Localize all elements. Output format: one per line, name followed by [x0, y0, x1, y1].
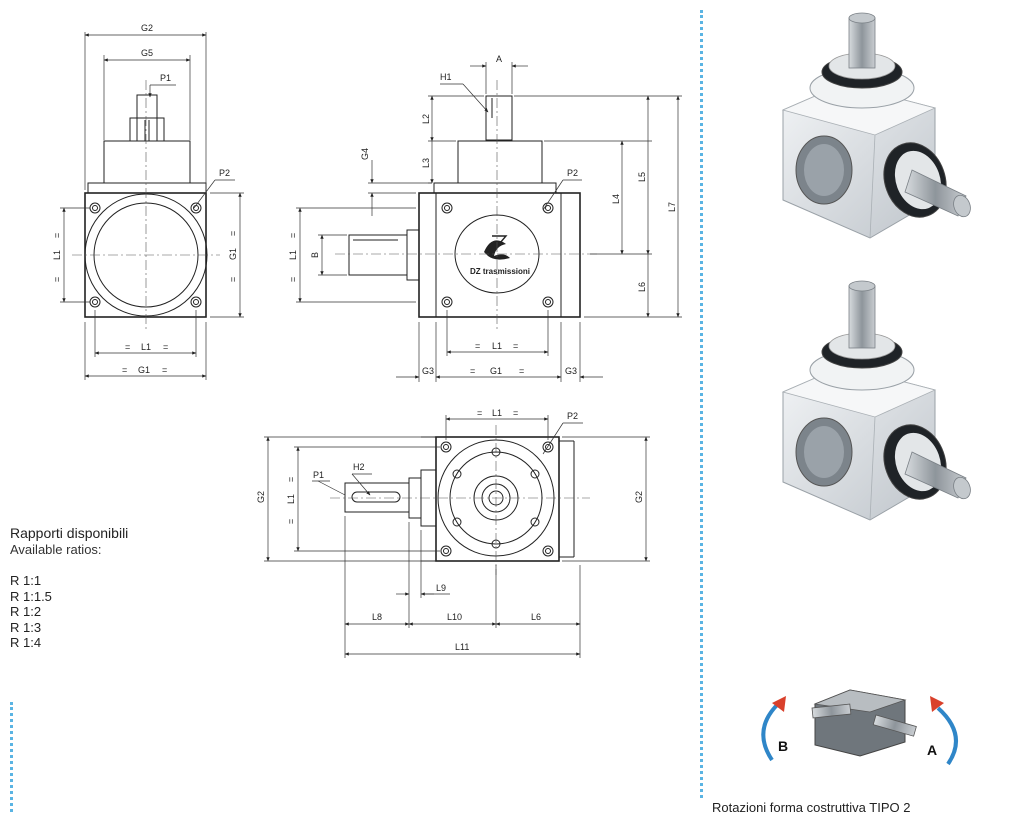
- dim-label-l1-side: L1: [288, 250, 298, 260]
- rotation-arrow-a-icon: [936, 706, 958, 766]
- gearbox-render-bottom: [781, 280, 971, 521]
- dim-eq: =: [163, 342, 168, 352]
- ratio-item: R 1:2: [10, 604, 42, 619]
- dim-label-l2: L2: [421, 114, 431, 124]
- dim-eq: =: [475, 341, 480, 351]
- dim-label-g2-top: G2: [141, 23, 153, 33]
- dim-eq: =: [162, 365, 167, 375]
- dim-label-p2: P2: [219, 168, 230, 178]
- dim-label-l4: L4: [611, 194, 621, 204]
- ratios-list: R 1:1 R 1:1.5 R 1:2 R 1:3 R 1:4: [10, 573, 128, 651]
- dim-label-l1-left-top: L1: [286, 494, 296, 504]
- dim-label-g2-right: G2: [634, 491, 644, 503]
- dim-label-h2: H2: [353, 462, 365, 472]
- dim-label-l5: L5: [637, 172, 647, 182]
- divider-right: [700, 10, 703, 798]
- ratio-item: R 1:1: [10, 573, 42, 588]
- dim-label-b: B: [310, 252, 320, 258]
- dim-label-g3-left: G3: [422, 366, 434, 376]
- dz-logo-icon: [484, 240, 510, 260]
- dim-label-g4: G4: [360, 148, 370, 160]
- ratio-item: R 1:3: [10, 619, 42, 635]
- divider-left: [10, 702, 13, 812]
- dim-label-l10: L10: [447, 612, 462, 622]
- dim-label-g5: G5: [141, 48, 153, 58]
- dim-eq: =: [125, 342, 130, 352]
- dim-eq: =: [288, 277, 298, 282]
- dim-label-l1-top: L1: [492, 408, 502, 418]
- logo-text: DZ trasmissioni: [470, 267, 530, 276]
- dim-eq: =: [228, 277, 238, 282]
- dim-eq: =: [286, 477, 296, 482]
- dim-eq: =: [470, 366, 475, 376]
- ratios-title-it: Rapporti disponibili: [10, 525, 129, 541]
- ratio-item: R 1:4: [10, 635, 42, 650]
- side-view: DZ trasmissioni: [288, 54, 682, 382]
- dim-label-p1: P1: [160, 73, 171, 83]
- dim-eq: =: [288, 233, 298, 238]
- front-view-left: G2 G5 P1 P2 L1 = = G1 = = L1 = = G1 = =: [52, 23, 244, 380]
- dim-label-l9: L9: [436, 583, 446, 593]
- dim-label-l3: L3: [421, 158, 431, 168]
- dim-label-l8: L8: [372, 612, 382, 622]
- top-view: L1 = = P2 P1 H2 G2 L1 = = G2 L9 L8 L10 L…: [256, 408, 650, 658]
- ratios-panel: Rapporti disponibili Available ratios: R…: [10, 525, 128, 651]
- dim-label-p2-top: P2: [567, 411, 578, 421]
- dim-label-a: A: [496, 54, 502, 64]
- dim-label-l7: L7: [667, 202, 677, 212]
- dim-label-l1-left: L1: [52, 250, 62, 260]
- rotation-diagram: B A: [761, 689, 958, 766]
- dim-eq: =: [228, 231, 238, 236]
- rotation-label-a: A: [927, 742, 937, 758]
- dim-eq: =: [122, 365, 127, 375]
- dim-label-g1-bottom: G1: [138, 365, 150, 375]
- ratio-item: R 1:1.5: [10, 588, 52, 604]
- gearbox-render-top: [781, 12, 971, 239]
- dim-label-g2-left: G2: [256, 491, 266, 503]
- dim-label-l6-side: L6: [637, 282, 647, 292]
- dim-label-h1: H1: [440, 72, 452, 82]
- dim-label-l6-top: L6: [531, 612, 541, 622]
- dim-eq: =: [52, 277, 62, 282]
- dim-label-g1-side: G1: [490, 366, 502, 376]
- dim-eq: =: [52, 233, 62, 238]
- rotation-caption: Rotazioni forma costruttiva TIPO 2: [712, 800, 911, 815]
- dim-label-l11: L11: [455, 642, 469, 652]
- dim-label-l1-bottom: L1: [141, 342, 151, 352]
- dim-label-l1-side-bottom: L1: [492, 341, 502, 351]
- dim-label-g3-right: G3: [565, 366, 577, 376]
- dim-eq: =: [513, 408, 518, 418]
- dim-eq: =: [519, 366, 524, 376]
- dim-label-p1-top: P1: [313, 470, 324, 480]
- dim-eq: =: [477, 408, 482, 418]
- dim-label-g1-right: G1: [228, 248, 238, 260]
- rotation-label-b: B: [778, 738, 788, 754]
- ratios-title-en: Available ratios:: [10, 542, 102, 557]
- rotation-arrow-b-icon: [761, 702, 780, 762]
- dim-eq: =: [513, 341, 518, 351]
- dim-label-p2-side: P2: [567, 168, 578, 178]
- dim-eq: =: [286, 519, 296, 524]
